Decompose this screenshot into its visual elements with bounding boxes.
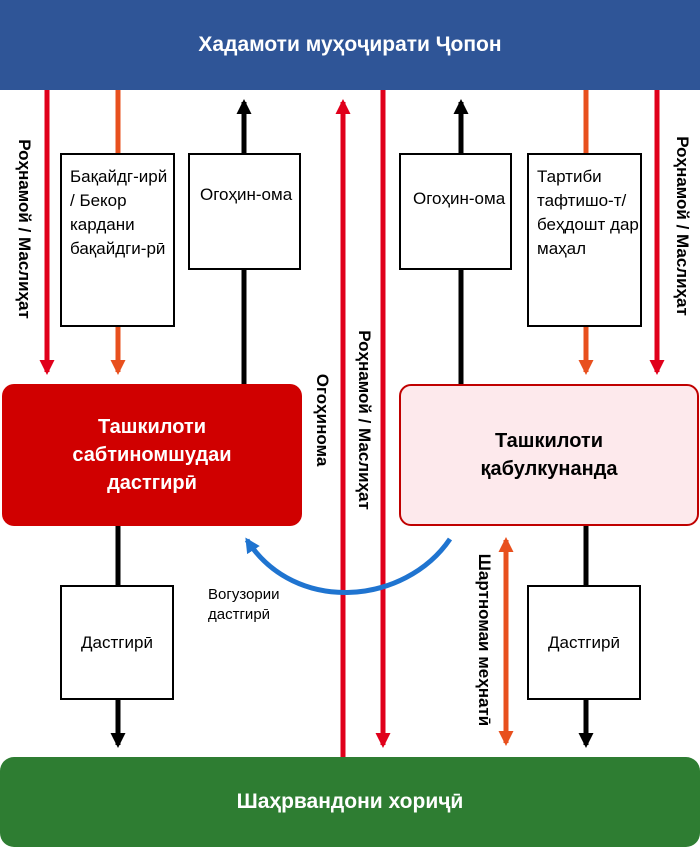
support-transfer-arrow xyxy=(244,537,453,595)
advice-label-right: Роҳнамой / Маслиҳат xyxy=(673,136,692,316)
support-transfer-label: Вогузории дастгирӣ xyxy=(208,586,280,623)
foreign-nationals-title: Шаҳрвандони хориҷӣ xyxy=(236,790,464,813)
registration-box: Бақайдг-ирй / Бекор кардани бақайдги-рӣ xyxy=(60,153,175,327)
support-left-text: Дастгирӣ xyxy=(81,632,153,652)
notice-left-text: Огоҳин-ома xyxy=(200,185,293,204)
immigration-agency-banner: Хадамоти муҳоҷирати Ҷопон xyxy=(0,0,700,90)
support-organization-box: Ташкилоти сабтиномшудаи дастгирӣ xyxy=(2,384,302,526)
advice-label-left: Роҳнамой / Маслиҳат xyxy=(15,139,34,319)
support-organization-title: Ташкилоти сабтиномшудаи дастгирӣ xyxy=(72,416,232,494)
support-box-right: Дастгирӣ xyxy=(527,585,641,700)
foreign-nationals-banner: Шаҳрвандони хориҷӣ xyxy=(0,757,700,847)
host-organization-title: Ташкилоти қабулкунанда xyxy=(480,430,618,480)
notice-right-text: Огоҳин-ома xyxy=(413,189,506,208)
support-box-left: Дастгирӣ xyxy=(60,585,174,700)
employment-contract-label: Шартномаи меҳнатӣ xyxy=(475,553,494,727)
notice-box-left: Огоҳин-ома xyxy=(188,153,301,270)
registration-text: Бақайдг-ирй / Бекор кардани бақайдги-рӣ xyxy=(70,167,168,258)
inspection-text: Тартиби тафтишо-т/ беҳдошт дар маҳал xyxy=(537,167,639,258)
advice-center-label: Роҳнамой / Маслиҳат xyxy=(355,330,374,510)
immigration-agency-title: Хадамоти муҳоҷирати Ҷопон xyxy=(198,33,502,56)
host-organization-box: Ташкилоти қабулкунанда xyxy=(399,384,699,526)
notice-center-label: Огоҳинома xyxy=(313,373,332,467)
support-right-text: Дастгирӣ xyxy=(548,632,620,652)
notice-box-right: Огоҳин-ома xyxy=(399,153,512,270)
inspection-box: Тартиби тафтишо-т/ беҳдошт дар маҳал xyxy=(527,153,642,327)
